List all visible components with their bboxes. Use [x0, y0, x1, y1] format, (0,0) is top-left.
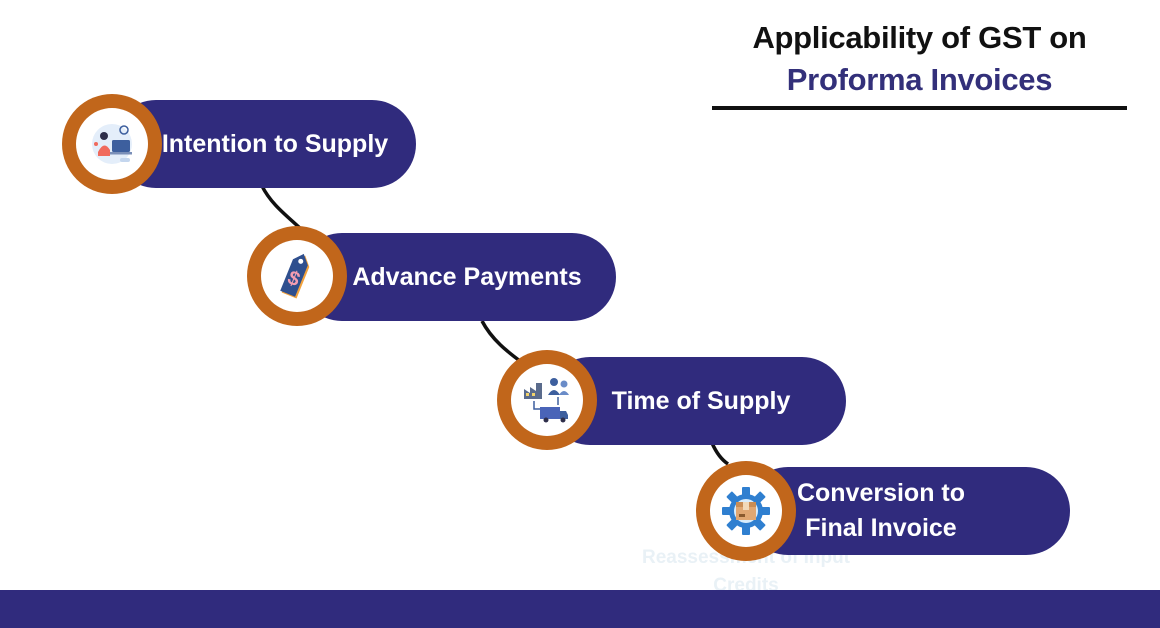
supply-chain-icon	[524, 378, 569, 423]
step-3-badge	[497, 350, 597, 450]
title-block: Applicability of GST on Proforma Invoice…	[712, 18, 1127, 102]
step-4-label: Conversion to Final Invoice	[796, 479, 966, 542]
step-4-pill: Conversion to Final Invoice	[744, 467, 1070, 555]
title-line-1: Applicability of GST on	[752, 20, 1087, 55]
online-shopping-icon	[92, 124, 132, 164]
step-4-badge-inner	[710, 475, 782, 547]
step-2-badge: $	[247, 226, 347, 326]
step-1-badge	[62, 94, 162, 194]
step-4-badge	[696, 461, 796, 561]
step-1-badge-inner	[76, 108, 148, 180]
step-1-label: Intention to Supply	[161, 129, 389, 158]
footer-band	[0, 590, 1160, 628]
step-2-label: Advance Payments	[352, 262, 582, 291]
title-underline	[712, 106, 1127, 110]
step-2-badge-inner: $	[261, 240, 333, 312]
gear-box-icon	[722, 487, 770, 535]
price-tag-dollar-icon: $	[280, 253, 310, 299]
connector-2-3	[480, 320, 522, 363]
connector-3-4	[710, 442, 730, 466]
step-2-pill: Advance Payments	[298, 233, 616, 321]
step-1-pill: Intention to Supply	[112, 100, 416, 188]
step-3-label: Time of Supply	[611, 386, 791, 415]
title-line-2: Proforma Invoices	[786, 62, 1053, 97]
step-3-badge-inner	[511, 364, 583, 436]
